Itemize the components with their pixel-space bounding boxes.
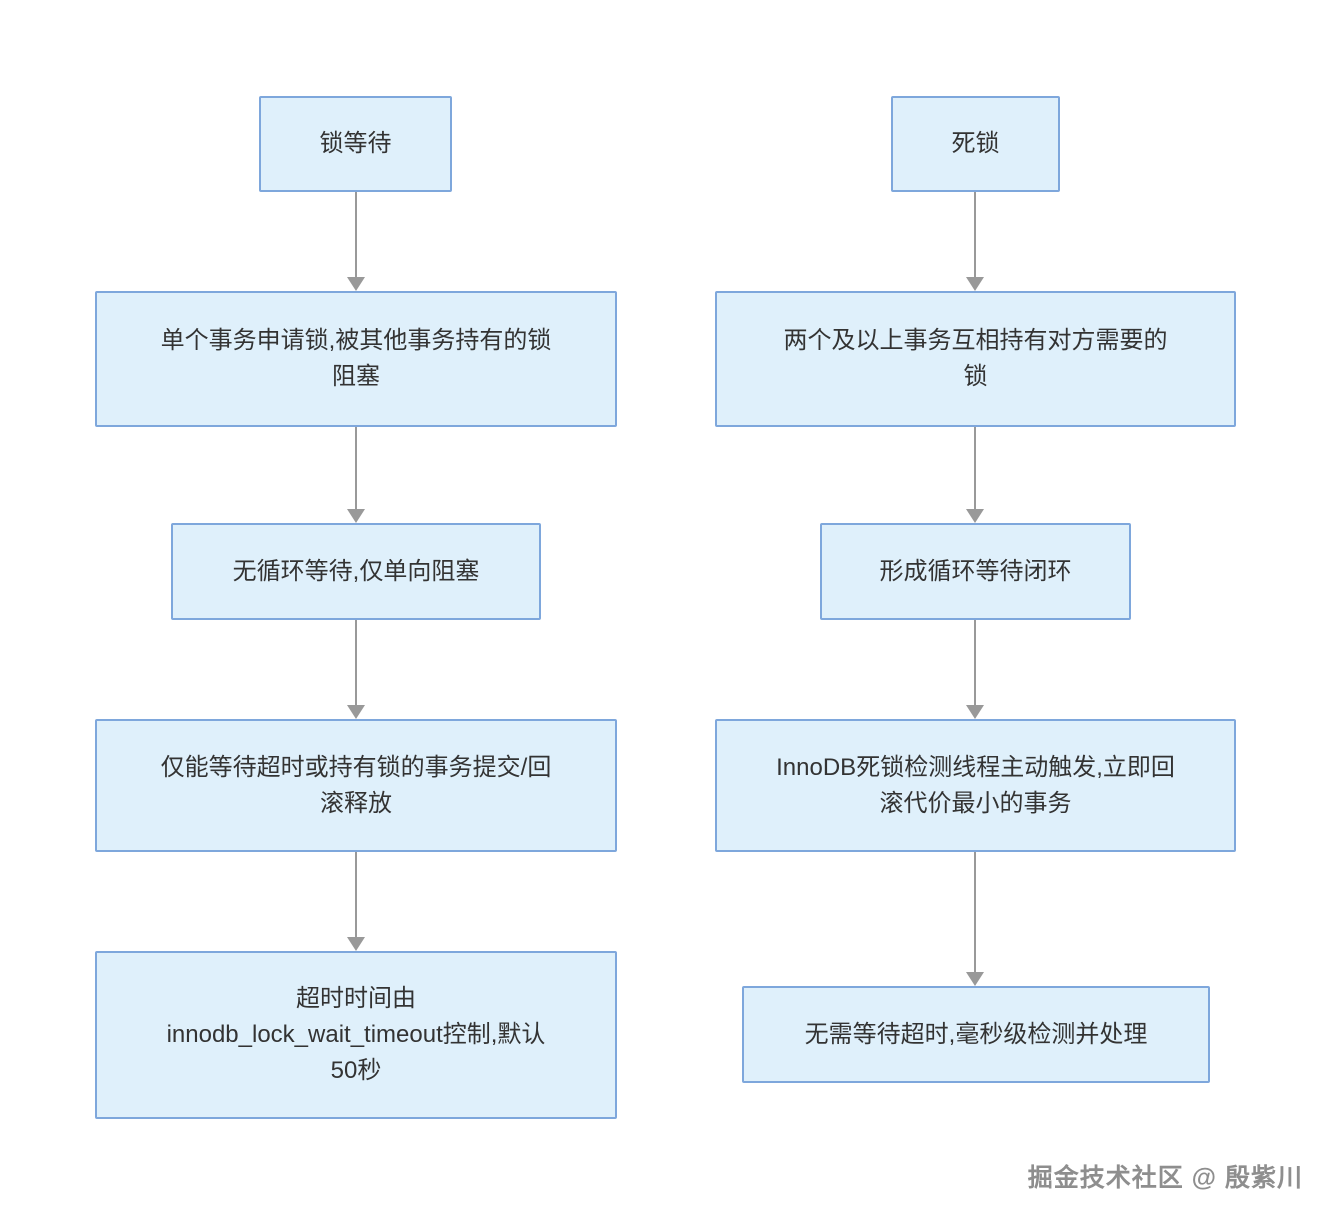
- arrow-down-icon: [347, 427, 365, 523]
- arrow-head: [966, 972, 984, 986]
- arrow-head: [966, 277, 984, 291]
- arrow-down-icon: [966, 852, 984, 986]
- arrow-head: [966, 705, 984, 719]
- arrow-head: [347, 277, 365, 291]
- arrow-head: [347, 509, 365, 523]
- node-deadlock-step-3: InnoDB死锁检测线程主动触发,立即回 滚代价最小的事务: [715, 719, 1236, 852]
- arrow-head: [966, 509, 984, 523]
- node-label: 超时时间由 innodb_lock_wait_timeout控制,默认 50秒: [166, 985, 546, 1084]
- node-lock-wait-title: 锁等待: [259, 96, 452, 192]
- node-lock-wait-step-1: 单个事务申请锁,被其他事务持有的锁 阻塞: [95, 291, 617, 427]
- node-label: 无循环等待,仅单向阻塞: [232, 557, 480, 585]
- arrow-stem: [974, 852, 976, 973]
- arrow-down-icon: [347, 620, 365, 719]
- arrow-down-icon: [966, 427, 984, 523]
- arrow-stem: [355, 620, 357, 706]
- node-lock-wait-step-3: 仅能等待超时或持有锁的事务提交/回 滚释放: [95, 719, 617, 852]
- arrow-down-icon: [347, 852, 365, 951]
- arrow-stem: [355, 852, 357, 938]
- arrow-stem: [355, 427, 357, 510]
- arrow-down-icon: [966, 620, 984, 719]
- node-label: 死锁: [951, 130, 1000, 157]
- arrow-head: [347, 937, 365, 951]
- arrow-down-icon: [966, 192, 984, 291]
- arrow-down-icon: [347, 192, 365, 291]
- node-label: 锁等待: [319, 130, 392, 157]
- arrow-stem: [974, 192, 976, 278]
- node-label: 两个及以上事务互相持有对方需要的 锁: [783, 327, 1168, 390]
- node-label: 单个事务申请锁,被其他事务持有的锁 阻塞: [160, 327, 552, 390]
- node-deadlock-step-2: 形成循环等待闭环: [820, 523, 1131, 620]
- node-label: InnoDB死锁检测线程主动触发,立即回 滚代价最小的事务: [776, 753, 1175, 817]
- node-deadlock-title: 死锁: [891, 96, 1060, 192]
- node-lock-wait-step-4: 超时时间由 innodb_lock_wait_timeout控制,默认 50秒: [95, 951, 617, 1119]
- node-lock-wait-step-2: 无循环等待,仅单向阻塞: [171, 523, 541, 620]
- node-deadlock-step-1: 两个及以上事务互相持有对方需要的 锁: [715, 291, 1236, 427]
- arrow-stem: [974, 620, 976, 706]
- node-label: 形成循环等待闭环: [879, 557, 1072, 585]
- watermark: 掘金技术社区 @ 殷紫川: [1027, 1164, 1303, 1192]
- arrow-head: [347, 705, 365, 719]
- node-label: 无需等待超时,毫秒级检测并处理: [804, 1020, 1148, 1048]
- arrow-stem: [355, 192, 357, 278]
- node-label: 仅能等待超时或持有锁的事务提交/回 滚释放: [160, 753, 552, 817]
- node-deadlock-step-4: 无需等待超时,毫秒级检测并处理: [742, 986, 1210, 1083]
- arrow-stem: [974, 427, 976, 510]
